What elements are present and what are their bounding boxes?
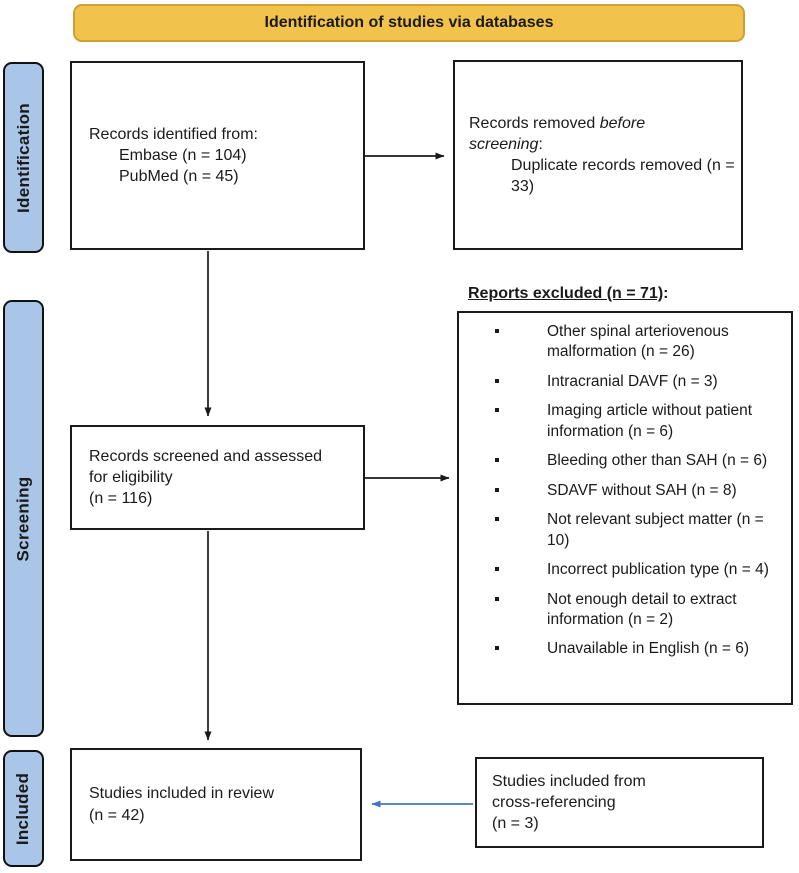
list-item: Bleeding other than SAH (n = 6) [459,451,787,471]
records-identified-title: Records identified from: [89,125,258,143]
bullet-icon [495,408,499,413]
studies-included-count: (n = 42) [89,806,145,824]
studies-included-line1: Studies included in review [89,785,274,803]
bullet-icon [495,646,499,651]
sidebar-stage-included: Included [3,750,44,867]
records-removed-title-italic: before screening [469,114,646,153]
bullet-icon [495,596,499,601]
excluded-reason: Incorrect publication type (n = 4) [547,561,769,579]
list-item: Intracranial DAVF (n = 3) [459,372,787,392]
bullet-icon [495,487,499,492]
sidebar-stage-identification: Identification [3,62,44,253]
banner-label: Identification of studies via databases [264,14,554,31]
box-records-removed: Records removed before screening: Duplic… [453,60,743,250]
excluded-reason: Imaging article without patient informat… [547,402,753,440]
records-screened-count: (n = 116) [89,490,153,508]
list-item: Not relevant subject matter (n = 10) [459,510,787,551]
excluded-reason: Intracranial DAVF (n = 3) [547,372,718,390]
records-identified-source-embase: Embase (n = 104) [119,146,247,164]
sidebar-stage-included-label: Included [13,772,33,845]
bullet-icon [495,458,499,463]
excluded-reason: Bleeding other than SAH (n = 6) [547,452,768,470]
bullet-icon [495,378,499,383]
cross-ref-line2: cross-referencing [492,793,616,811]
reports-excluded-header-colon: : [663,285,669,302]
list-item: Imaging article without patient informat… [459,401,787,442]
excluded-reason: Unavailable in English (n = 6) [547,640,750,658]
reports-excluded-header: Reports excluded (n = 71): [468,285,669,303]
sidebar-stage-screening-label: Screening [13,476,33,561]
records-identified-source-pubmed: PubMed (n = 45) [119,168,239,186]
reports-excluded-list: Other spinal arteriovenous malformation … [459,322,787,660]
box-records-identified: Records identified from: Embase (n = 104… [70,61,365,250]
records-removed-duplicates: Duplicate records removed (n = 33) [511,157,735,196]
box-reports-excluded: Other spinal arteriovenous malformation … [457,311,793,705]
bullet-icon [495,329,499,333]
reports-excluded-header-text: Reports excluded (n = 71) [468,285,664,302]
excluded-reason: SDAVF without SAH (n = 8) [547,481,737,499]
cross-ref-line1: Studies included from [492,772,646,790]
box-records-screened: Records screened and assessed for eligib… [70,425,365,530]
sidebar-stage-screening: Screening [3,300,44,737]
box-studies-included-review: Studies included in review (n = 42) [70,748,362,861]
excluded-reason: Not relevant subject matter (n = 10) [547,511,764,549]
records-removed-title-pre: Records removed [469,114,600,132]
records-removed-title: Records removed before screening: [469,113,705,155]
list-item: Other spinal arteriovenous malformation … [459,322,787,363]
sidebar-stage-identification-label: Identification [13,102,33,213]
list-item: Not enough detail to extract information… [459,590,787,631]
list-item: SDAVF without SAH (n = 8) [459,481,787,501]
box-studies-cross-referencing: Studies included from cross-referencing … [475,757,764,848]
list-item: Incorrect publication type (n = 4) [459,560,787,580]
bullet-icon [495,567,499,572]
list-item: Unavailable in English (n = 6) [459,639,787,659]
bullet-icon [495,517,499,522]
records-screened-line2: for eligibility [89,468,173,486]
banner-identification-via-databases: Identification of studies via databases [73,4,745,42]
cross-ref-count: (n = 3) [492,815,539,833]
excluded-reason: Not enough detail to extract information… [547,590,737,628]
excluded-reason: Other spinal arteriovenous malformation … [547,323,729,361]
records-removed-title-post: : [538,135,543,153]
records-screened-line1: Records screened and assessed [89,447,323,465]
